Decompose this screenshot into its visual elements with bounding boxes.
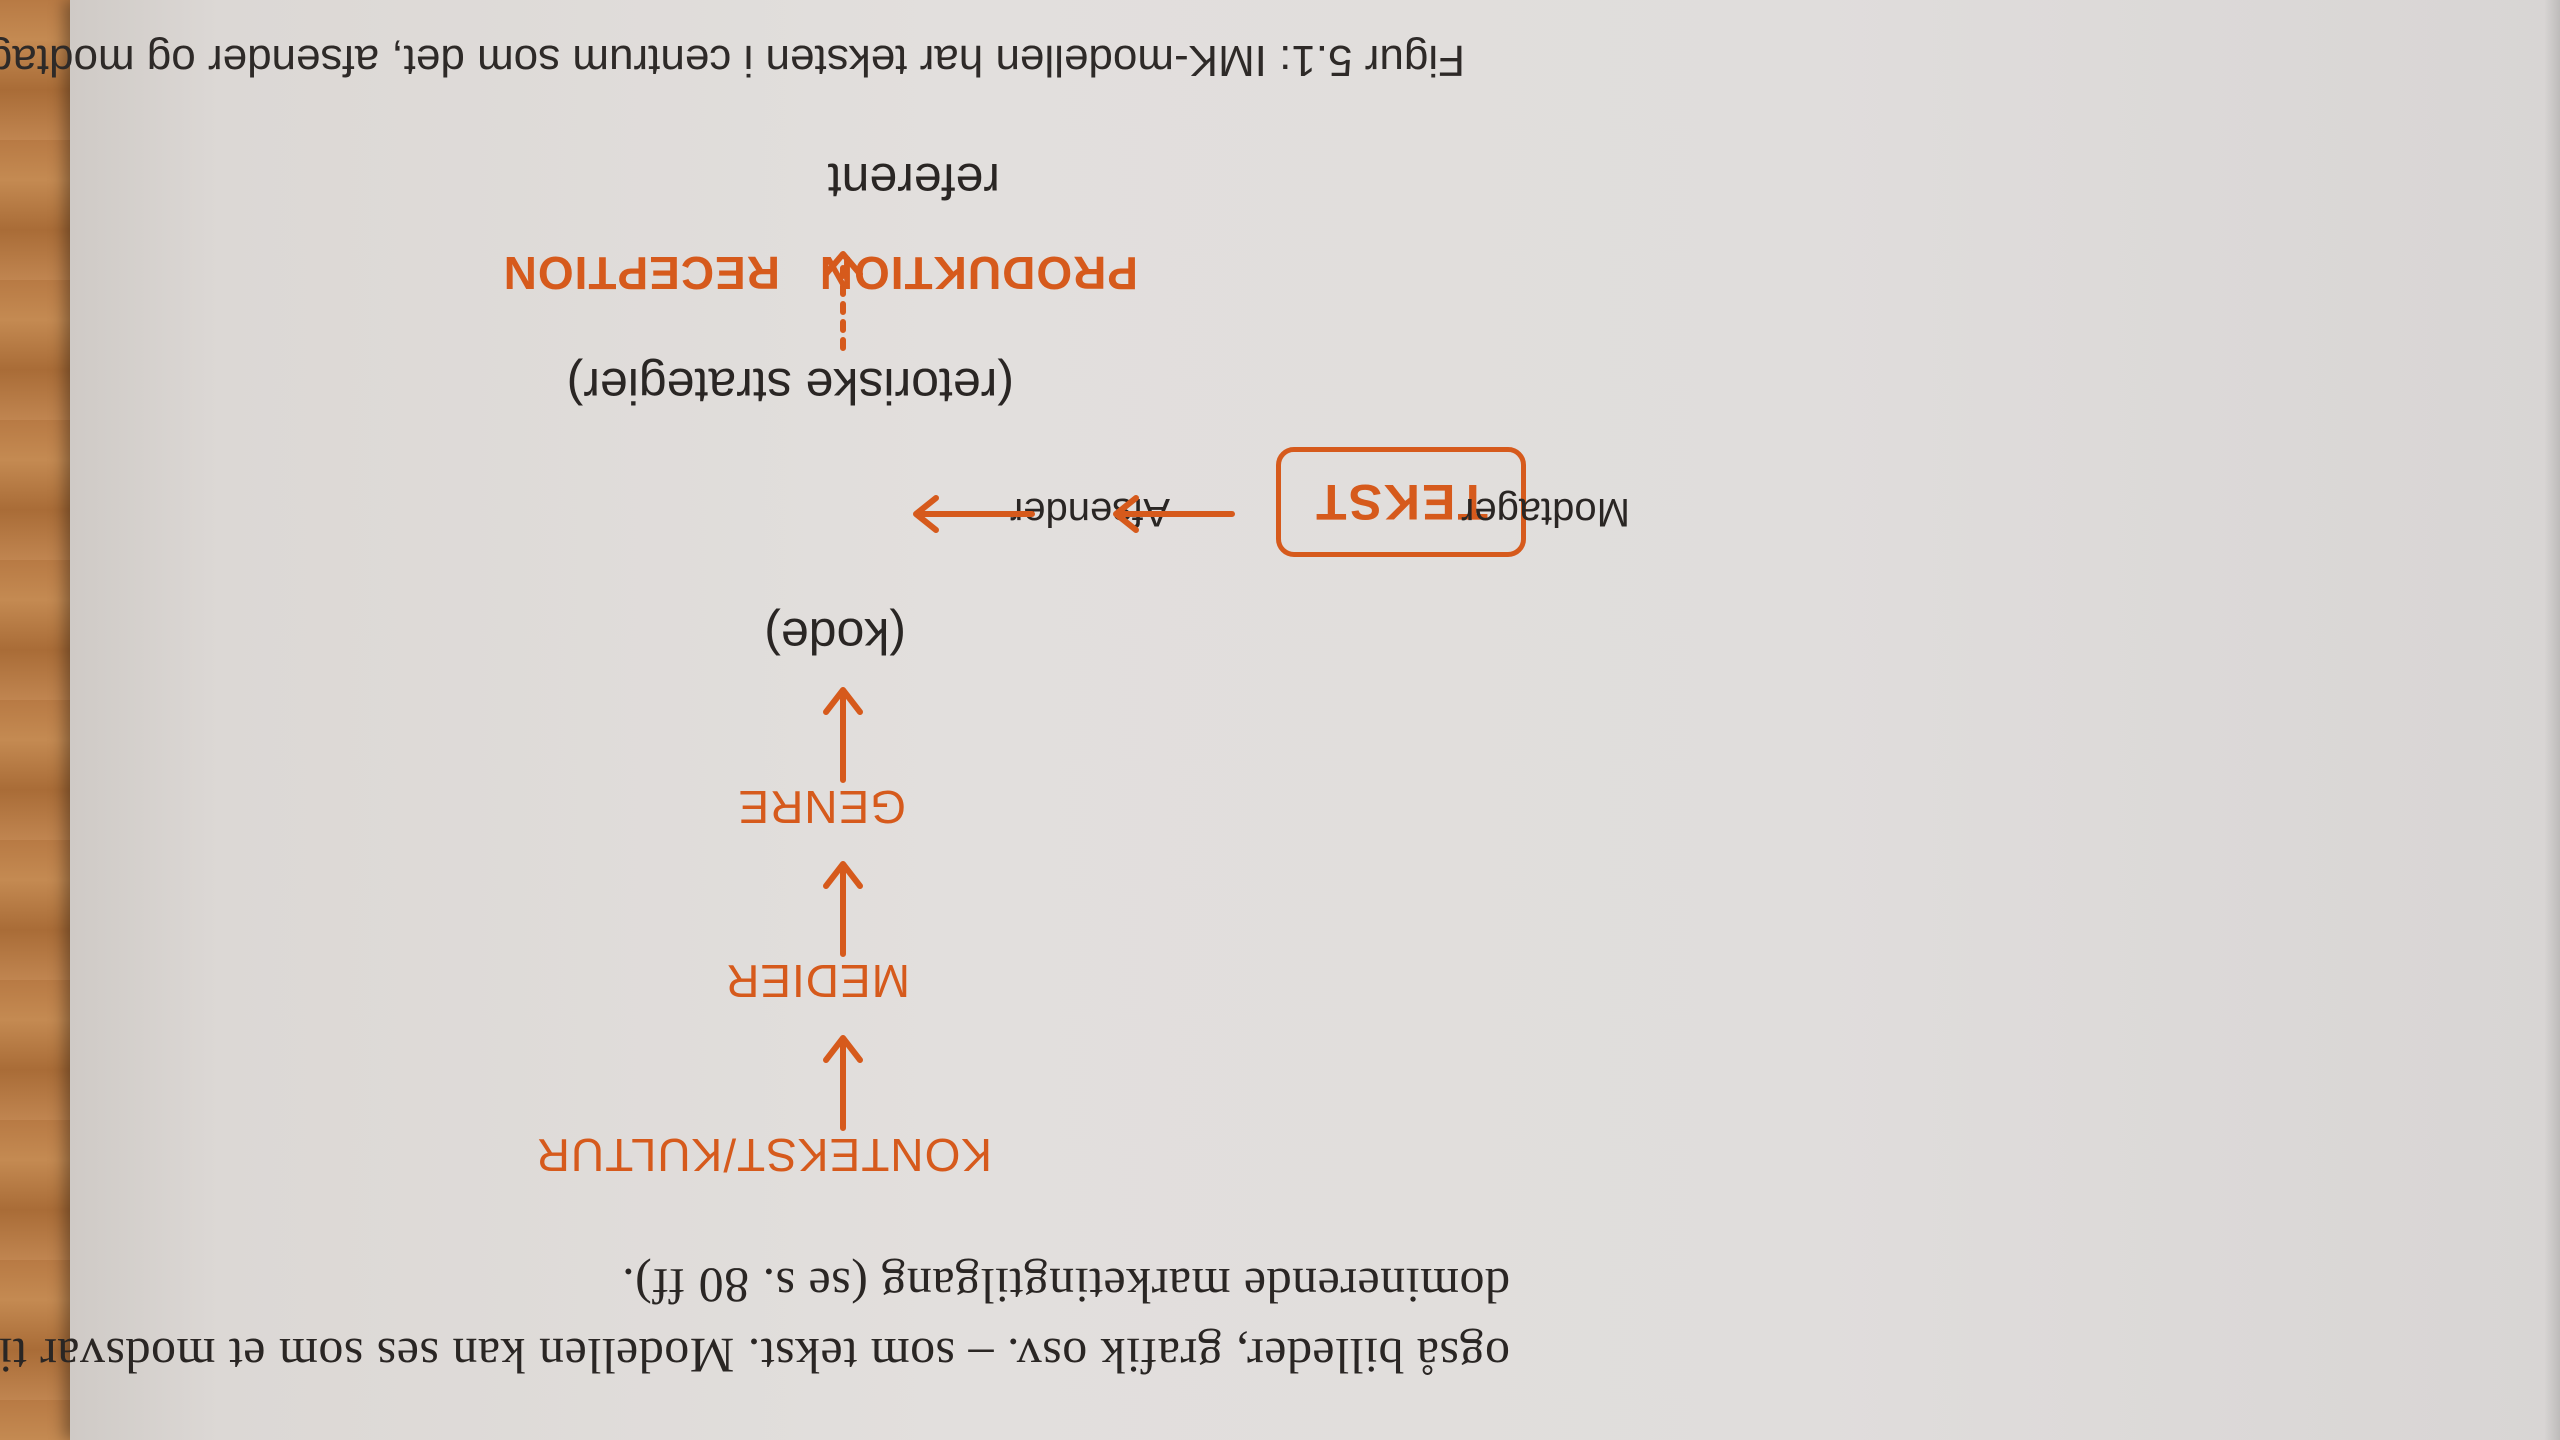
wooden-table [0, 0, 80, 1440]
arrow-tekst-to-modtager [1113, 495, 1235, 533]
arrow-afsender-to-tekst [913, 495, 1035, 533]
arrow-kontekst-to-medier [823, 1035, 863, 1131]
receiver-label: Modtager [1461, 490, 1630, 534]
dotted-arrow-to-referent [823, 251, 863, 351]
arrow-medier-to-genre [823, 861, 863, 957]
arrow-genre-to-kode [823, 687, 863, 783]
page-edge-shadow [2544, 0, 2560, 1440]
book-page [70, 0, 2560, 1440]
